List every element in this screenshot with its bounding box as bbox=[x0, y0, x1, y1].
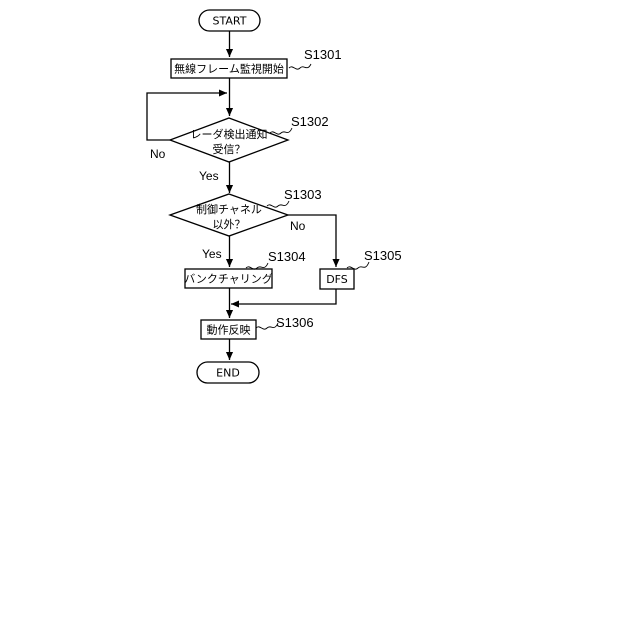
decision-s1303-line1: 制御チャネル bbox=[196, 202, 262, 216]
decision-s1302: レーダ検出通知 受信？ bbox=[170, 118, 288, 162]
leader-s1305 bbox=[347, 262, 369, 269]
end-terminator: END bbox=[197, 362, 259, 383]
step-s1306: 動作反映 bbox=[201, 320, 256, 339]
step-s1304: バンクチャリング bbox=[184, 269, 272, 288]
step-id-s1306: S1306 bbox=[276, 315, 314, 330]
branch-s1303-no: No bbox=[290, 219, 306, 233]
leader-s1302 bbox=[270, 128, 292, 134]
step-s1306-text: 動作反映 bbox=[207, 323, 251, 337]
step-s1305: DFS bbox=[320, 269, 354, 289]
decision-s1302-line1: レーダ検出通知 bbox=[191, 127, 268, 141]
leader-s1306 bbox=[256, 323, 278, 329]
step-id-s1302: S1302 bbox=[291, 114, 329, 129]
decision-s1302-line2: 受信？ bbox=[213, 143, 246, 156]
step-s1304-text: バンクチャリング bbox=[184, 272, 272, 286]
decision-s1303: 制御チャネル 以外？ bbox=[170, 194, 288, 236]
leader-s1301 bbox=[289, 64, 311, 69]
end-label: END bbox=[216, 367, 240, 380]
step-s1301-text: 無線フレーム監視開始 bbox=[174, 62, 284, 76]
step-id-s1304: S1304 bbox=[268, 249, 306, 264]
arrow-s1305-merge bbox=[231, 289, 336, 304]
step-id-s1303: S1303 bbox=[284, 187, 322, 202]
branch-s1302-yes: Yes bbox=[199, 169, 219, 183]
start-label: START bbox=[213, 15, 247, 28]
start-terminator: START bbox=[199, 10, 260, 31]
step-id-s1301: S1301 bbox=[304, 47, 342, 62]
step-s1305-text: DFS bbox=[326, 273, 348, 286]
leader-s1304 bbox=[246, 263, 268, 269]
decision-s1303-line2: 以外？ bbox=[213, 218, 246, 231]
step-s1301: 無線フレーム監視開始 bbox=[171, 59, 287, 78]
branch-s1302-no: No bbox=[150, 147, 166, 161]
step-id-s1305: S1305 bbox=[364, 248, 402, 263]
branch-s1303-yes: Yes bbox=[202, 247, 222, 261]
